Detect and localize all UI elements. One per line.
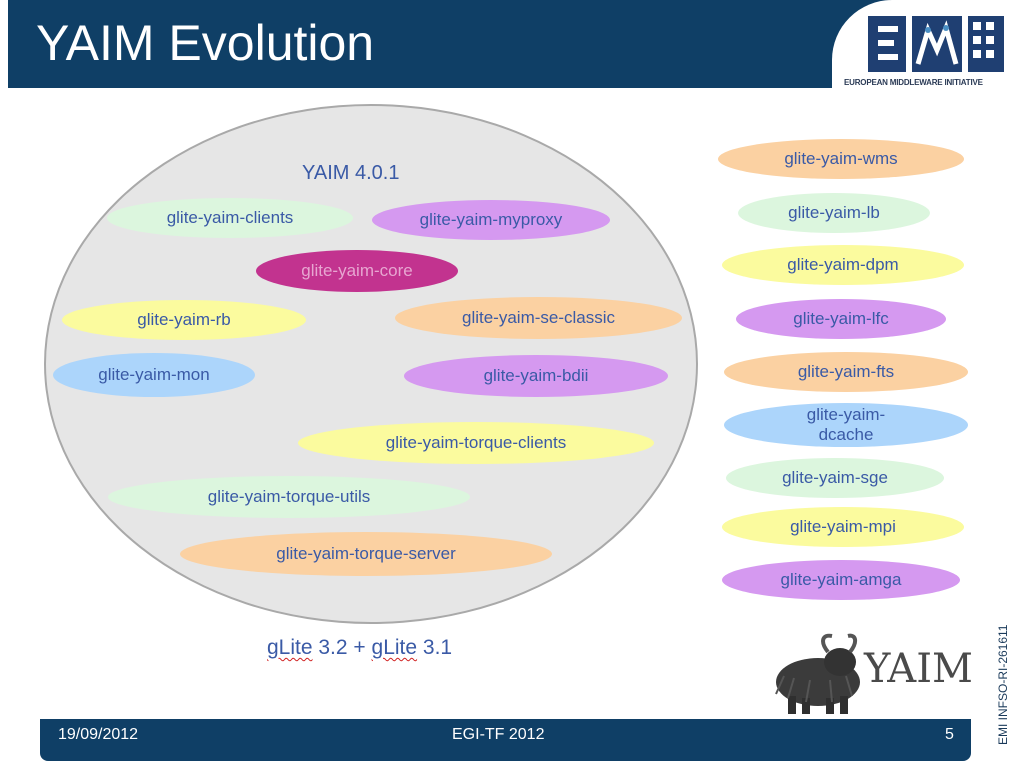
module-dcache: glite-yaim-dcache bbox=[724, 403, 968, 447]
module-clients: glite-yaim-clients bbox=[107, 198, 353, 238]
logo-caption: EUROPEAN MIDDLEWARE INITIATIVE bbox=[844, 78, 983, 87]
module-torque-server: glite-yaim-torque-server bbox=[180, 532, 552, 576]
module-sge: glite-yaim-sge bbox=[726, 458, 944, 498]
emi-logo-icon bbox=[868, 16, 1004, 72]
emi-logo: EUROPEAN MIDDLEWARE INITIATIVE bbox=[832, 0, 1023, 92]
side-project-label: EMI INFSO-RI-261611 bbox=[996, 624, 1010, 745]
module-torque-utils: glite-yaim-torque-utils bbox=[108, 476, 470, 518]
slide-footer: 19/09/2012 EGI-TF 2012 5 bbox=[40, 719, 971, 761]
module-torque-clients: glite-yaim-torque-clients bbox=[298, 422, 654, 464]
module-rb: glite-yaim-rb bbox=[62, 300, 306, 340]
glite-version-2: 3.1 bbox=[417, 636, 453, 659]
glite-word-1: gLite bbox=[267, 636, 313, 659]
module-wms: glite-yaim-wms bbox=[718, 139, 964, 179]
module-bdii: glite-yaim-bdii bbox=[404, 355, 668, 397]
glite-word-2: gLite bbox=[371, 636, 418, 659]
glite-release-caption: gLite 3.2 + gLite 3.1 bbox=[267, 636, 452, 660]
slide-title: YAIM Evolution bbox=[36, 15, 375, 71]
module-se-classic: glite-yaim-se-classic bbox=[395, 297, 682, 339]
glite-version-1: 3.2 + bbox=[312, 636, 372, 659]
yaim-version-label: YAIM 4.0.1 bbox=[302, 162, 400, 184]
footer-page-number: 5 bbox=[945, 726, 954, 743]
module-myproxy: glite-yaim-myproxy bbox=[372, 200, 610, 240]
footer-date: 19/09/2012 bbox=[58, 726, 139, 743]
module-mpi: glite-yaim-mpi bbox=[722, 507, 964, 547]
module-lfc: glite-yaim-lfc bbox=[736, 299, 946, 339]
yak-icon bbox=[775, 633, 860, 714]
module-mon: glite-yaim-mon bbox=[53, 353, 255, 397]
module-core: glite-yaim-core bbox=[256, 250, 458, 292]
footer-event: EGI-TF 2012 bbox=[452, 726, 545, 743]
module-fts: glite-yaim-fts bbox=[724, 352, 968, 392]
module-lb: glite-yaim-lb bbox=[738, 193, 930, 233]
yaim-logo-text: YAIM bbox=[864, 646, 973, 692]
module-dpm: glite-yaim-dpm bbox=[722, 245, 964, 285]
module-amga: glite-yaim-amga bbox=[722, 560, 960, 600]
